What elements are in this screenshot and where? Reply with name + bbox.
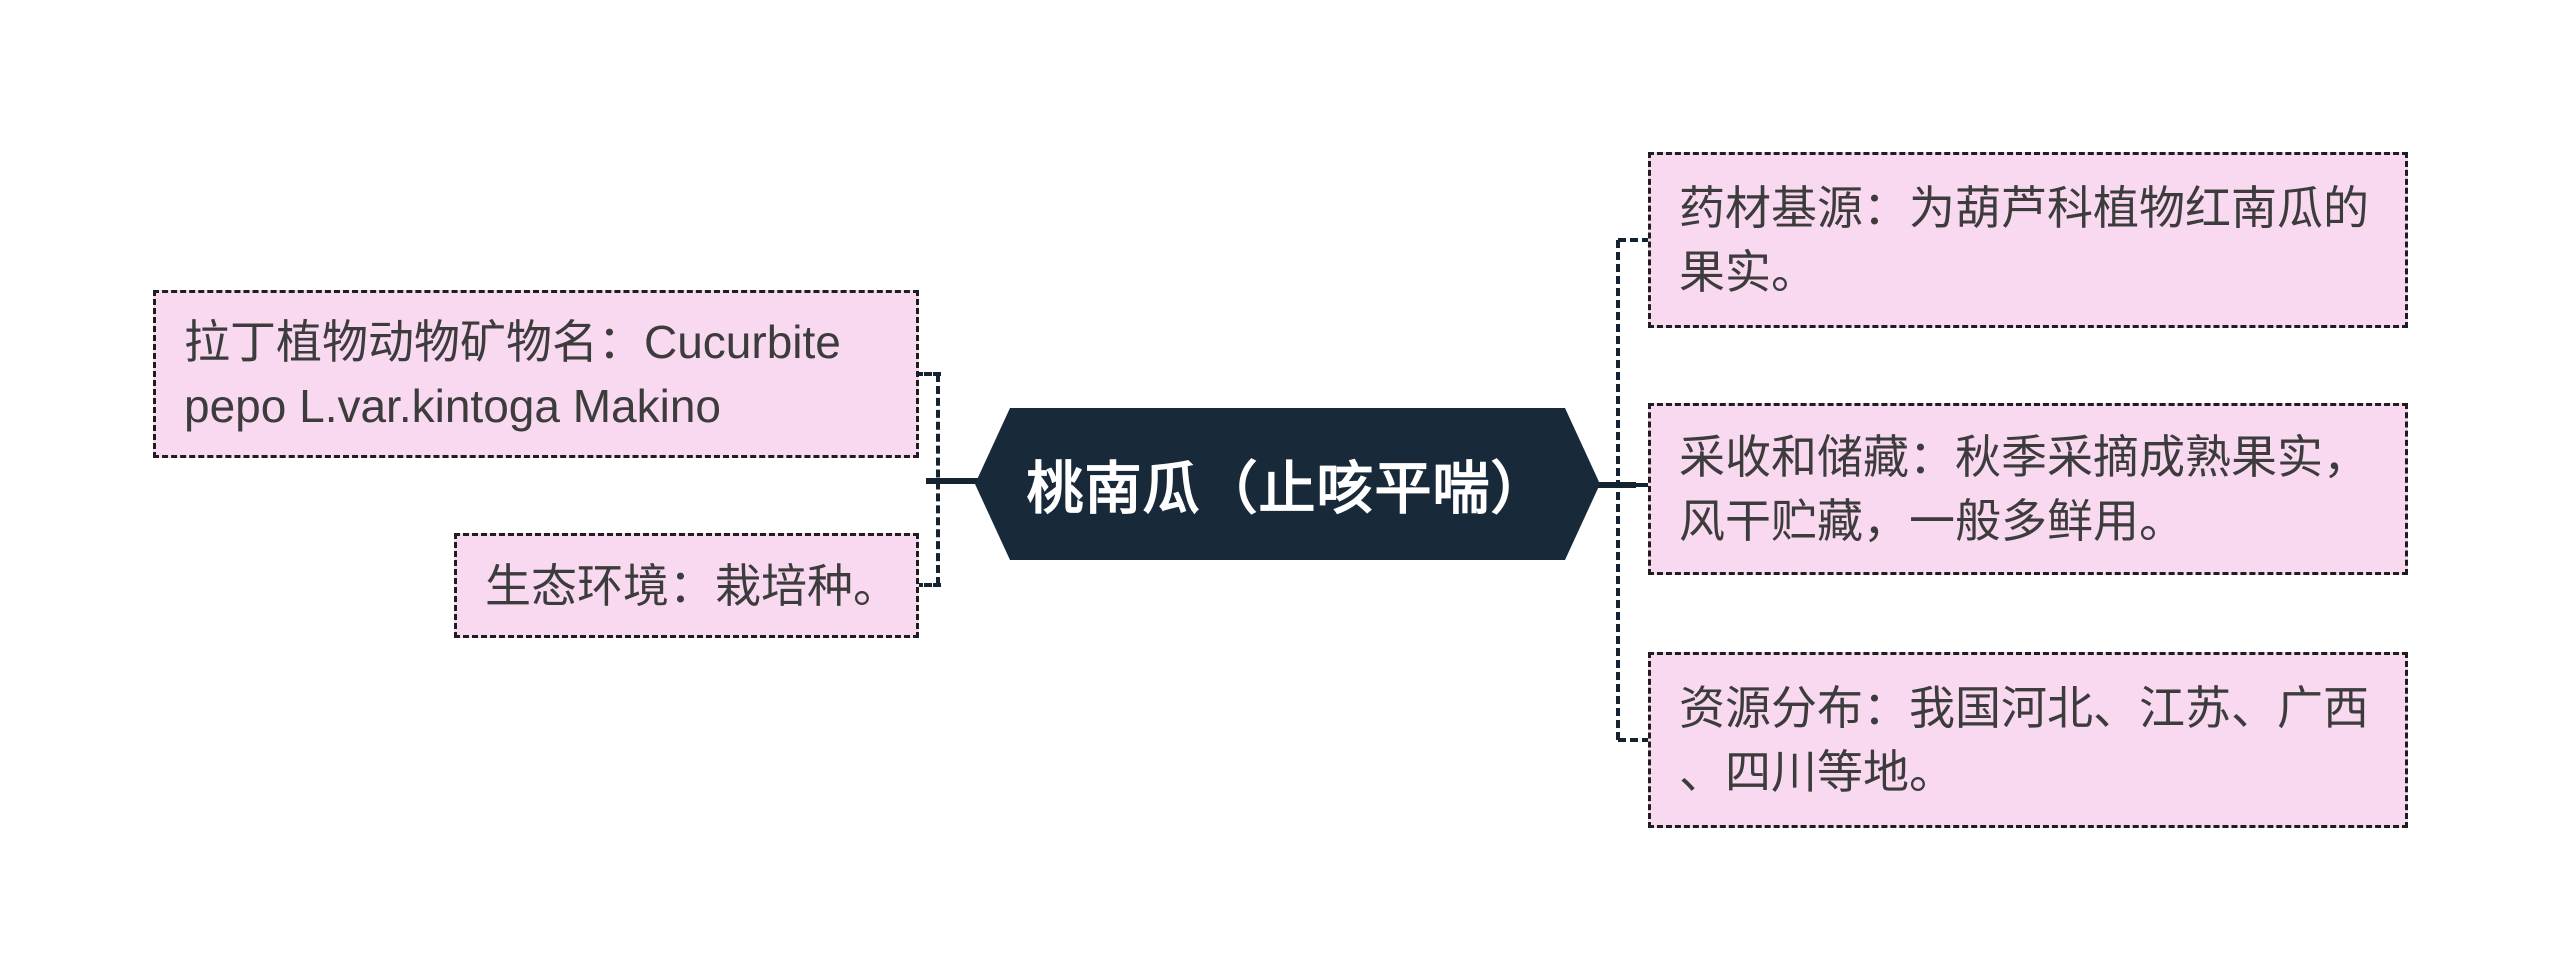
branch-source: 药材基源：为葫芦科植物红南瓜的 果实。 xyxy=(1648,152,2408,328)
branch-harvest-storage-line1: 采收和储藏：秋季采摘成熟果实， xyxy=(1679,431,2369,483)
connector-right-mid-stub xyxy=(1634,483,1650,487)
connector-left-root-link xyxy=(926,478,978,484)
branch-latin-name-line2: pepo L.var.kintoga Makino xyxy=(184,380,722,432)
branch-ecology: 生态环境：栽培种。 xyxy=(454,533,919,638)
branch-source-line2: 果实。 xyxy=(1679,246,1817,298)
branch-latin-name-line1: 拉丁植物动物矿物名：Cucurbite xyxy=(184,316,841,368)
central-topic-label: 桃南瓜（止咳平喘） xyxy=(1026,457,1549,521)
branch-source-line1: 药材基源：为葫芦科植物红南瓜的 xyxy=(1679,182,2369,234)
branch-harvest-storage-line2: 风干贮藏，一般多鲜用。 xyxy=(1679,495,2185,547)
connector-left-top-stub xyxy=(915,372,941,376)
branch-distribution: 资源分布：我国河北、江苏、广西 、四川等地。 xyxy=(1648,652,2408,828)
branch-ecology-line1: 生态环境：栽培种。 xyxy=(485,559,899,612)
branch-latin-name: 拉丁植物动物矿物名：Cucurbite pepo L.var.kintoga M… xyxy=(153,290,919,458)
connector-right-root-link xyxy=(1592,482,1636,488)
connector-right-bottom-stub xyxy=(1618,738,1650,742)
branch-harvest-storage: 采收和储藏：秋季采摘成熟果实， 风干贮藏，一般多鲜用。 xyxy=(1648,403,2408,575)
branch-distribution-line1: 资源分布：我国河北、江苏、广西 xyxy=(1679,682,2369,734)
connector-right-bus xyxy=(1616,240,1620,740)
connector-left-bottom-stub xyxy=(915,583,941,587)
central-topic-node: 桃南瓜（止咳平喘） xyxy=(975,408,1600,560)
branch-distribution-line2: 、四川等地。 xyxy=(1679,746,1955,798)
connector-right-top-stub xyxy=(1618,238,1650,242)
